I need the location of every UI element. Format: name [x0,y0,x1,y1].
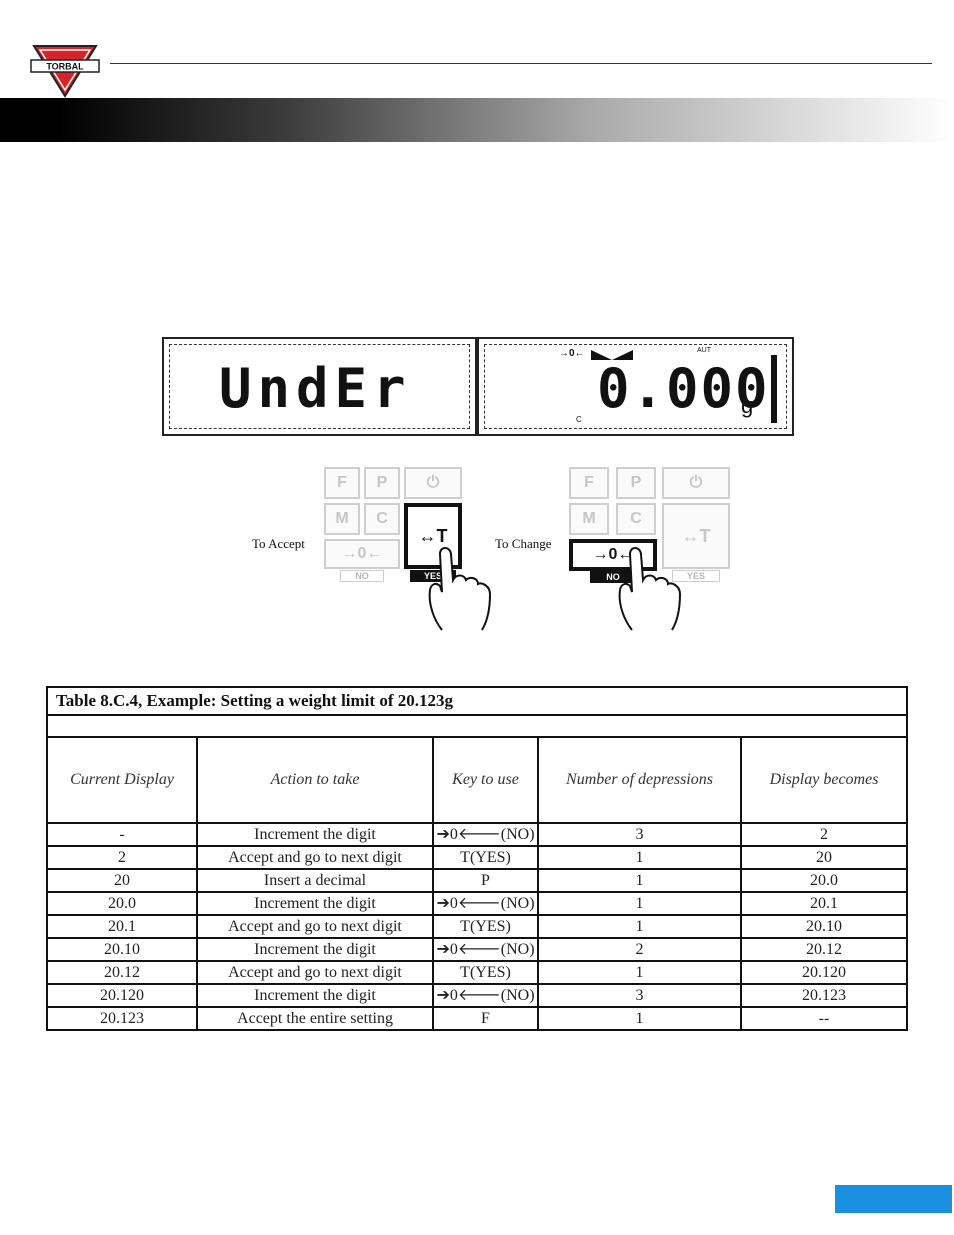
table-cell: 20.0 [740,868,908,893]
table-cell: ➔0🡐(NO) [432,822,539,847]
table-cell: 2 [537,937,742,962]
col-header: Number of depressions [537,736,742,824]
table-cell: Increment the digit [196,822,434,847]
table-cell: 20.1 [740,891,908,916]
col-header: Key to use [432,736,539,824]
power-key[interactable]: ⏻ [662,467,730,499]
table-cell: 20.123 [46,1006,198,1031]
table-cell: 1 [537,845,742,870]
table-cell: 20 [740,845,908,870]
table-cell: 1 [537,1006,742,1031]
table-cell: Accept and go to next digit [196,914,434,939]
table-cell: 20.10 [46,937,198,962]
table-cell: 20 [46,868,198,893]
c-label: C [576,415,582,424]
p-key[interactable]: P [364,467,400,499]
table-cell: 2 [46,845,198,870]
m-key[interactable]: M [569,503,609,535]
table-cell: -- [740,1006,908,1031]
table-cell: Insert a decimal [196,868,434,893]
table-cell: Increment the digit [196,983,434,1008]
table-cell: ➔0🡐(NO) [432,937,539,962]
f-key[interactable]: F [324,467,360,499]
table-cell: 20.0 [46,891,198,916]
auto-label: AUT [697,347,711,354]
table-title: Table 8.C.4, Example: Setting a weight l… [46,686,908,716]
table-cell: Accept and go to next digit [196,960,434,985]
f-key[interactable]: F [569,467,609,499]
col-header: Current Display [46,736,198,824]
stable-indicator-icon [591,350,633,360]
zero-indicator: →0← [559,348,585,359]
p-key[interactable]: P [616,467,656,499]
table-cell: 3 [537,822,742,847]
table-cell: 1 [537,891,742,916]
table-cell: 20.12 [46,960,198,985]
table-cell: 20.123 [740,983,908,1008]
table-cell: Increment the digit [196,937,434,962]
display-left: UndEr [162,337,477,436]
table-cell: - [46,822,198,847]
change-caption: To Change [495,536,552,551]
table-cell: ➔0🡐(NO) [432,891,539,916]
page-number-badge [835,1185,952,1213]
no-label: NO [340,570,384,582]
header-rule [110,63,932,64]
accept-caption: To Accept [252,536,305,551]
display-right: →0← AUT C 0.000 g [477,337,794,436]
logo-text: TORBAL [46,62,84,72]
display-right-value: 0.000 [597,357,770,420]
display-left-text: UndEr [219,357,412,420]
col-header: Display becomes [740,736,908,824]
table-cell: P [432,868,539,893]
zero-key[interactable]: →0← [569,539,657,571]
table-cell: 20.10 [740,914,908,939]
table-cell: 20.120 [740,960,908,985]
power-key[interactable]: ⏻ [404,467,462,499]
table-cell: Accept the entire setting [196,1006,434,1031]
c-key[interactable]: C [616,503,656,535]
table-cell: 2 [740,822,908,847]
tare-key[interactable]: ↔T [662,503,730,569]
tare-key[interactable]: ↔T [404,503,462,569]
table-cell: 20.1 [46,914,198,939]
table-cell: 20.12 [740,937,908,962]
pointing-hand-icon [618,547,682,631]
table-cell: T(YES) [432,845,539,870]
capacity-bar [771,355,777,423]
table-cell: 3 [537,983,742,1008]
table-cell: ➔0🡐(NO) [432,983,539,1008]
table-cell: 1 [537,914,742,939]
zero-key[interactable]: →0← [324,539,400,569]
m-key[interactable]: M [324,503,360,535]
table-cell: Accept and go to next digit [196,845,434,870]
yes-label: YES [672,570,720,582]
table-cell: 1 [537,960,742,985]
torbal-logo: TORBAL [30,45,100,98]
table-cell: T(YES) [432,914,539,939]
table-cell: 1 [537,868,742,893]
c-key[interactable]: C [364,503,400,535]
display-unit: g [741,393,754,418]
col-header: Action to take [196,736,434,824]
example-table: Table 8.C.4, Example: Setting a weight l… [46,686,908,1031]
table-cell: T(YES) [432,960,539,985]
section-banner [0,98,954,142]
table-cell: 20.120 [46,983,198,1008]
pointing-hand-icon [428,547,492,631]
table-cell: Increment the digit [196,891,434,916]
table-cell: F [432,1006,539,1031]
